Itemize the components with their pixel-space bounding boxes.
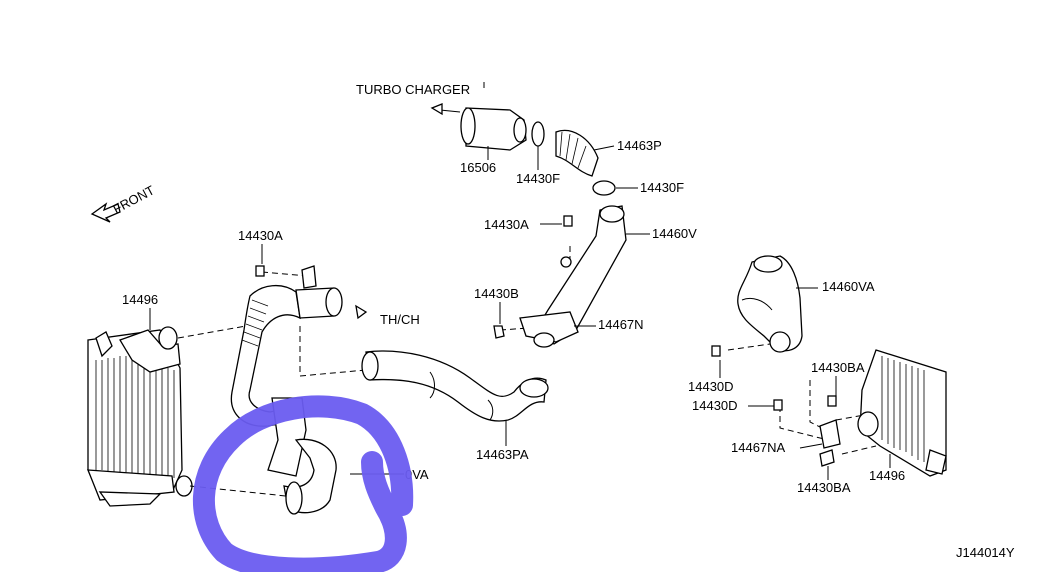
label-14430D-b: 14430D xyxy=(692,398,738,413)
label-16506: 16506 xyxy=(460,160,496,175)
label-14430B: 14430B xyxy=(474,286,519,301)
intercooler-left xyxy=(87,326,193,507)
label-14496-right: 14496 xyxy=(869,468,905,483)
hose-14463PA xyxy=(361,350,549,422)
label-14460V: 14460V xyxy=(652,226,697,241)
label-14430A-top: 14430A xyxy=(484,217,529,232)
label-14496-left: 14496 xyxy=(122,292,158,307)
part-labels: TURBO CHARGER FRONT 16506 14430F 14463P … xyxy=(110,82,1015,560)
label-14463PA: 14463PA xyxy=(476,447,529,462)
label-diagram-id: J144014Y xyxy=(956,545,1015,560)
pipe-14460V xyxy=(519,205,627,348)
label-turbo-charger: TURBO CHARGER xyxy=(356,82,470,97)
lower-hose xyxy=(230,285,343,515)
label-14430D-a: 14430D xyxy=(688,379,734,394)
th-ch-arrow xyxy=(355,304,368,320)
label-14463P: 14463P xyxy=(617,138,662,153)
top-assembly xyxy=(430,103,616,196)
label-14460VA: 14460VA xyxy=(822,279,875,294)
highlight-marker-stroke xyxy=(193,395,414,572)
label-14430A-left: 14430A xyxy=(238,228,283,243)
label-14467N: 14467N xyxy=(598,317,644,332)
elbow-14460VA xyxy=(737,255,803,353)
label-14430BA-top: 14430BA xyxy=(811,360,865,375)
label-14430F-a: 14430F xyxy=(516,171,560,186)
label-th-ch: TH/CH xyxy=(380,312,420,327)
label-front: FRONT xyxy=(110,182,157,216)
label-14430F-b: 14430F xyxy=(640,180,684,195)
label-14430BA-bottom: 14430BA xyxy=(797,480,851,495)
label-14467NA: 14467NA xyxy=(731,440,786,455)
fasteners xyxy=(255,215,841,467)
front-arrow xyxy=(90,202,121,223)
intercooler-right xyxy=(857,349,947,477)
